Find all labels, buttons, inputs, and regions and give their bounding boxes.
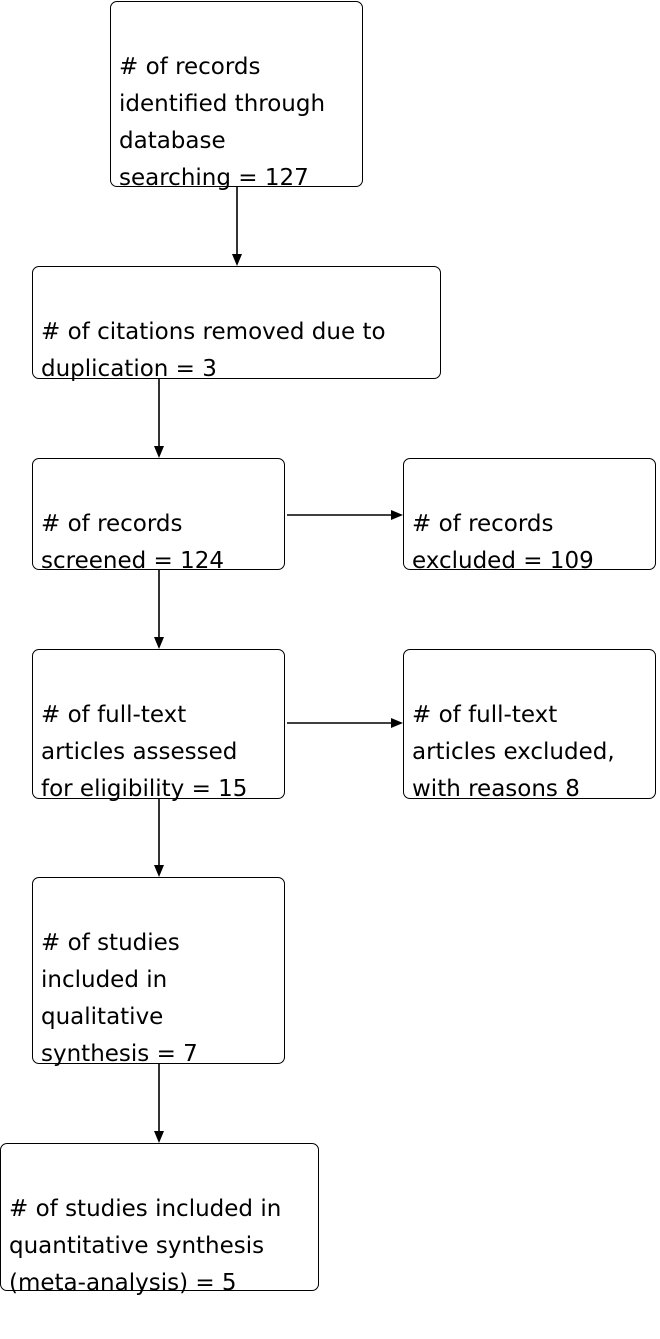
arrowhead-duplicates-to-screened	[154, 446, 164, 458]
connectors-layer	[154, 186, 403, 1143]
arrowhead-screened-to-assessed	[154, 637, 164, 649]
node-quantitative-synthesis-text: # of studies included in quantitative sy…	[9, 1196, 282, 1296]
node-fulltext-assessed-text: # of full-text articles assessed for eli…	[41, 702, 248, 802]
node-records-screened: # of records screened = 124	[32, 458, 285, 574]
node-quantitative-synthesis: # of studies included in quantitative sy…	[0, 1143, 319, 1296]
node-records-identified: # of records identified through database…	[110, 1, 363, 191]
node-fulltext-excluded: # of full-text articles excluded, with r…	[403, 649, 656, 802]
arrowhead-screened-to-excluded	[391, 510, 403, 520]
arrowhead-assessed-to-fulltext-excluded	[391, 718, 403, 728]
arrowhead-identified-to-duplicates	[232, 254, 242, 266]
node-qualitative-synthesis-text: # of studies included in qualitative syn…	[41, 930, 198, 1067]
node-records-excluded: # of records excluded = 109	[403, 458, 656, 574]
node-citations-removed-text: # of citations removed due to duplicatio…	[41, 319, 386, 382]
node-citations-removed: # of citations removed due to duplicatio…	[32, 266, 441, 382]
node-fulltext-excluded-text: # of full-text articles excluded, with r…	[412, 702, 615, 802]
node-records-excluded-text: # of records excluded = 109	[412, 511, 594, 574]
node-records-identified-text: # of records identified through database…	[119, 54, 326, 191]
arrowhead-qualitative-to-quantitative	[154, 1131, 164, 1143]
arrowhead-assessed-to-qualitative	[154, 865, 164, 877]
node-qualitative-synthesis: # of studies included in qualitative syn…	[32, 877, 285, 1067]
node-fulltext-assessed: # of full-text articles assessed for eli…	[32, 649, 285, 802]
node-records-screened-text: # of records screened = 124	[41, 511, 225, 574]
prisma-flow-diagram: # of records identified through database…	[0, 1, 656, 1296]
